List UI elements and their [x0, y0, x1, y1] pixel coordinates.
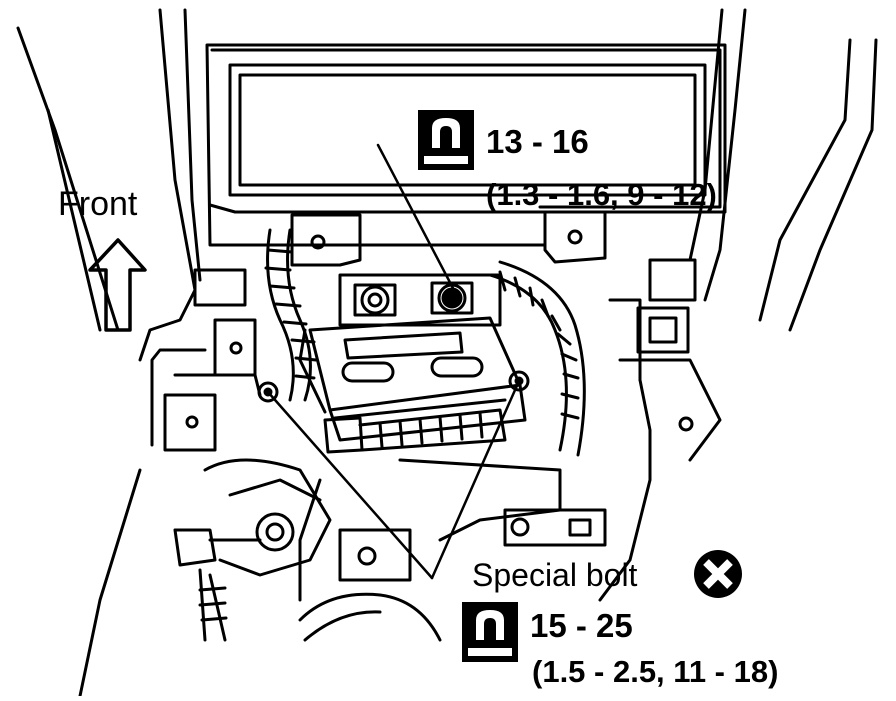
lower-torque-range: (1.5 - 2.5, 11 - 18) [532, 654, 778, 689]
lower-torque-value: 15 - 25 [530, 607, 633, 644]
wiring-harness-right [488, 260, 586, 457]
front-label: Front [58, 185, 138, 223]
upper-bolt [441, 287, 463, 309]
leader-special-left [266, 390, 434, 580]
harness-connector [323, 408, 507, 454]
upper-torque-range: (1.3 - 1.6, 9 - 12) [486, 177, 717, 212]
wrench-torque-icon [418, 110, 474, 170]
control-unit [298, 316, 527, 442]
right-side-panel [608, 258, 722, 462]
leader-upper-torque [376, 143, 457, 294]
lower-mechanism [173, 458, 607, 642]
special-bolt-label: Special bolt [472, 557, 638, 593]
front-arrow-icon [88, 238, 147, 332]
display-frame [205, 43, 727, 247]
leader-special-right [430, 379, 521, 580]
left-side-panel [163, 268, 262, 452]
upper-left-bracket [290, 213, 362, 267]
upper-right-bracket [543, 210, 607, 264]
upper-torque-value: 13 - 16 [486, 123, 589, 160]
x-marked-circle-icon [694, 550, 742, 598]
leader-lines [266, 143, 521, 580]
wrench-torque-icon-lower [462, 602, 518, 662]
special-bolt-left [257, 381, 279, 403]
